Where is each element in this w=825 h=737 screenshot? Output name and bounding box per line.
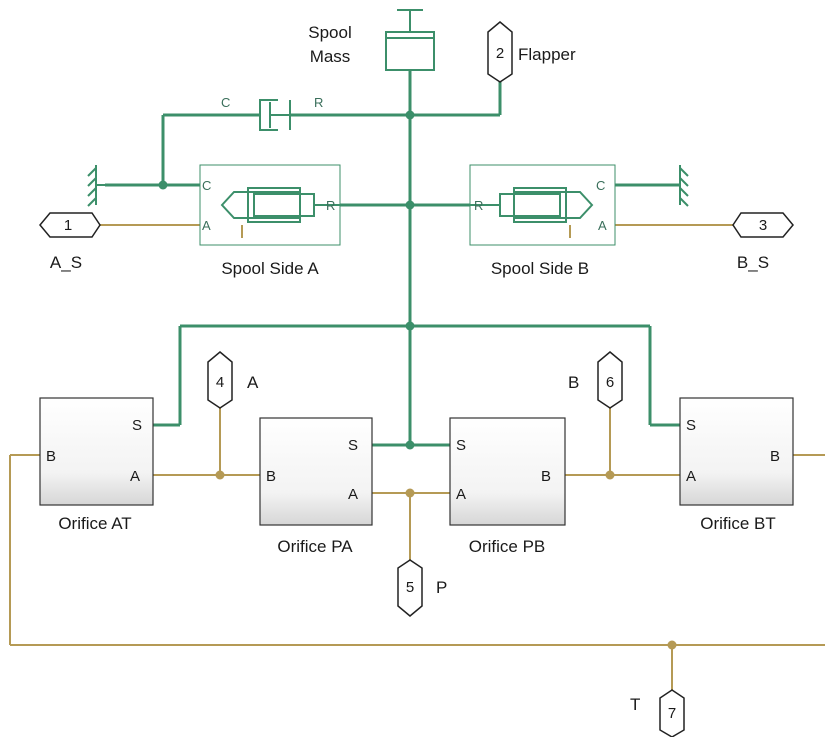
orifice-pb-port-s: S	[456, 437, 466, 454]
spool-side-a-port-a: A	[202, 218, 211, 233]
spool-side-b-port-r: R	[474, 198, 483, 213]
orifice-at-label: Orifice AT	[58, 514, 131, 533]
damper-port-c: C	[221, 95, 230, 110]
port-3-name: B_S	[737, 253, 769, 272]
orifice-at-port-s: S	[132, 417, 142, 434]
orifice-bt-block[interactable]	[679, 397, 794, 506]
port-5-number: 5	[406, 579, 414, 596]
port-6-number: 6	[606, 374, 614, 391]
mechanical-reference-left-icon	[87, 165, 106, 207]
hydraulic-connections	[9, 224, 825, 690]
mechanical-reference-right-icon	[679, 165, 689, 207]
port-1-connector[interactable]	[39, 212, 101, 238]
spool-mass-block[interactable]	[385, 9, 435, 71]
orifice-pa-port-a: A	[348, 486, 358, 503]
junction-dots	[158, 110, 677, 650]
orifice-at-block[interactable]	[39, 397, 154, 506]
orifice-bt-port-b: B	[770, 448, 780, 465]
spool-side-b-block[interactable]	[469, 164, 616, 246]
orifice-pb-port-b: B	[541, 468, 551, 485]
spool-mass-label-line1: Spool	[308, 23, 351, 42]
spool-side-b-port-c: C	[596, 178, 605, 193]
orifice-pa-block[interactable]	[259, 417, 373, 526]
port-2-connector[interactable]	[487, 21, 513, 83]
orifice-pb-label: Orifice PB	[469, 537, 546, 556]
port-2-name: Flapper	[518, 45, 576, 64]
port-2-number: 2	[496, 45, 504, 62]
orifice-pb-block[interactable]	[449, 417, 566, 526]
spool-side-b-label: Spool Side B	[491, 259, 589, 278]
port-7-connector[interactable]	[659, 689, 685, 737]
orifice-bt-port-s: S	[686, 417, 696, 434]
orifice-at-port-a: A	[130, 468, 140, 485]
port-6-name: B	[568, 373, 579, 392]
damper-block[interactable]	[259, 99, 291, 131]
port-7-name: T	[630, 695, 640, 714]
orifice-pb-port-a: A	[456, 486, 466, 503]
spool-side-a-block[interactable]	[199, 164, 341, 246]
orifice-at-port-b: B	[46, 448, 56, 465]
port-3-number: 3	[759, 217, 767, 234]
port-1-name: A_S	[50, 253, 82, 272]
port-1-number: 1	[64, 217, 72, 234]
port-3-connector[interactable]	[732, 212, 794, 238]
spool-side-a-port-c: C	[202, 178, 211, 193]
orifice-bt-label: Orifice BT	[700, 514, 776, 533]
orifice-pa-port-b: B	[266, 468, 276, 485]
spool-side-a-port-r: R	[326, 198, 335, 213]
orifice-bt-port-a: A	[686, 468, 696, 485]
spool-side-b-port-a: A	[598, 218, 607, 233]
orifice-pa-port-s: S	[348, 437, 358, 454]
port-7-number: 7	[668, 705, 676, 722]
port-6-connector[interactable]	[597, 351, 623, 409]
port-5-connector[interactable]	[397, 559, 423, 617]
damper-port-r: R	[314, 95, 323, 110]
port-4-connector[interactable]	[207, 351, 233, 409]
spool-mass-label-line2: Mass	[310, 47, 351, 66]
port-5-name: P	[436, 578, 447, 597]
mechanical-connections	[105, 70, 680, 448]
port-4-name: A	[247, 373, 259, 392]
orifice-pa-label: Orifice PA	[277, 537, 353, 556]
port-4-number: 4	[216, 374, 224, 391]
spool-side-a-label: Spool Side A	[221, 259, 319, 278]
